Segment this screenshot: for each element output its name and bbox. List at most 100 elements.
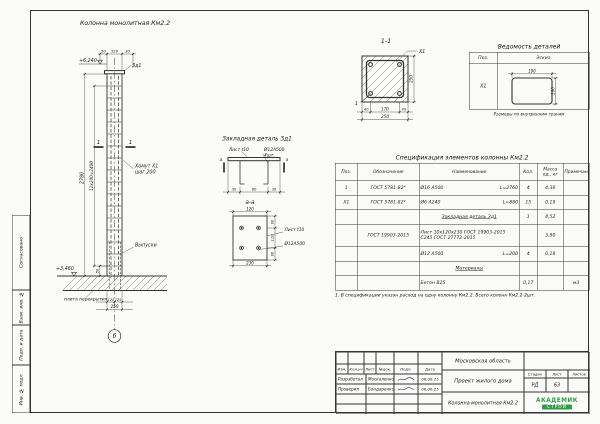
signature-squiggle <box>397 387 415 391</box>
sig-signature-empty <box>394 404 418 414</box>
rev-cell <box>376 352 394 364</box>
sig-date-empty <box>418 394 442 404</box>
rebar-dashed <box>110 76 119 275</box>
stirrup-ticks <box>107 85 122 267</box>
frame-box-soglasovano: Согласовано <box>12 215 30 290</box>
sig-role-empty <box>336 394 366 404</box>
stirrup-callout: Хомут Х1 <box>134 164 158 170</box>
dim-label: 170 <box>381 107 389 112</box>
sig-name-empty <box>366 404 394 414</box>
frame-box-label: Согласовано <box>18 237 24 268</box>
stirrup-callout-2: шаг 200 <box>135 170 156 176</box>
dim-label: 230 <box>246 260 254 265</box>
project-title-cell: Проект жилого дома <box>442 370 524 392</box>
sheet-number: 63 <box>546 378 568 392</box>
dim-label: 30 <box>125 48 130 53</box>
aa-anchor-dot <box>257 227 260 229</box>
company-logo: АКАДЕМИК СТРОЙ <box>525 393 590 414</box>
level-top-label: +6,240 <box>79 58 97 64</box>
cut-mark-label: а <box>220 158 223 163</box>
bottom-dim-lines <box>96 290 133 311</box>
stage-label: Стадия <box>524 370 546 378</box>
specification-footnote: 1. В спецификации указан расход на одну … <box>335 293 536 298</box>
rev-cell <box>348 352 364 364</box>
name-value: Ø6 А240 <box>420 199 441 205</box>
col-header: Масса ед., кг <box>537 163 564 181</box>
aa-leaders <box>260 231 284 250</box>
sketch-cell <box>497 63 590 110</box>
zd1-dim-ticks <box>226 190 282 194</box>
table-row: Закладная деталь Зд1 1 4,52 <box>335 209 590 225</box>
section-mark-label: 1 <box>97 140 101 146</box>
dim-label: 125 <box>108 298 114 302</box>
plate-callout: Лист t10 <box>228 147 249 153</box>
zd1-anchor-legs <box>239 160 269 185</box>
group-header-cell: Материалы <box>419 261 520 276</box>
col-header-sketch: Эскиз <box>497 52 590 64</box>
pos-cell: Х1 <box>469 63 498 110</box>
logo-text-line2: СТРОЙ <box>542 404 572 410</box>
dim-label: 40 <box>364 108 369 112</box>
rev-header-koluch: Кол.уч <box>348 364 364 374</box>
qty-cell: 4 <box>519 246 538 262</box>
section-outline <box>361 55 409 103</box>
aa-anchor-dot <box>257 247 260 249</box>
sig-name: Москаленко <box>366 374 394 384</box>
aa-anchor <box>256 225 261 231</box>
top-dim-lines <box>98 52 136 70</box>
dim-label: 120 <box>246 206 254 211</box>
table-row: Бетон В25 0,17 м3 <box>335 275 590 291</box>
group-header-cell: Закладная деталь Зд1 <box>419 209 520 225</box>
qty-cell: 4 <box>519 180 538 196</box>
rev-header-data: Дата <box>418 364 442 374</box>
dim-label: 60 <box>271 251 275 256</box>
doc-title-cell: Колонна монолитная Км2.2 <box>442 392 524 414</box>
axis-label: б <box>113 334 117 340</box>
dim-label: 250 <box>381 114 389 119</box>
col-header: Поз. <box>335 163 358 181</box>
note-cell <box>563 180 590 196</box>
axis-bubble <box>107 329 122 343</box>
elevation-title: Колонна монолитная Км2.2 <box>80 20 170 27</box>
zd1-plate <box>227 157 281 162</box>
section-dim-ticks <box>360 54 416 121</box>
sheets-total <box>568 378 590 392</box>
dim-label: 30 <box>232 188 237 192</box>
pos-cell: Х1 <box>335 195 358 210</box>
dim-label: 12х200=2400 <box>89 161 94 191</box>
aa-anchor-dot <box>240 227 243 229</box>
plate-callout: Лист t10 <box>284 227 305 233</box>
sig-signature <box>394 374 418 384</box>
sig-role: Разработал <box>336 374 366 384</box>
dim-label: 50 <box>101 48 106 53</box>
sig-signature <box>394 384 418 394</box>
zd1-labels: Закладная деталь Зд1 Лист t10 Ø12А500 4ш… <box>220 137 292 192</box>
col-header: Кол. <box>519 163 538 181</box>
embedded-plate-top <box>104 70 125 75</box>
dim-label: 110 <box>271 234 275 242</box>
dim-label: 30 <box>272 188 277 192</box>
rebar-dot <box>397 62 402 67</box>
aa-anchor <box>239 225 244 231</box>
note-cell <box>563 261 590 276</box>
name-cell: Бетон В25 <box>419 275 520 291</box>
zd1-title: Закладная деталь Зд1 <box>222 137 292 143</box>
name-value: Ø16 А500 <box>420 184 444 191</box>
slab-callout: плита перекрытия <box>64 298 108 303</box>
name-value: Бетон В25 <box>420 279 446 286</box>
slab-hatch <box>62 275 168 291</box>
dim-label: 40 <box>402 108 407 112</box>
pos-cell <box>335 209 358 225</box>
level-flag-bottom <box>71 272 77 277</box>
rev-cell <box>418 352 442 364</box>
doc-cell <box>357 246 420 262</box>
sig-name: Бондаренко <box>366 384 394 394</box>
mass-cell: 0,19 <box>537 195 564 210</box>
rev-header-list: Лист <box>364 364 376 374</box>
zd1-leaders <box>241 151 269 164</box>
